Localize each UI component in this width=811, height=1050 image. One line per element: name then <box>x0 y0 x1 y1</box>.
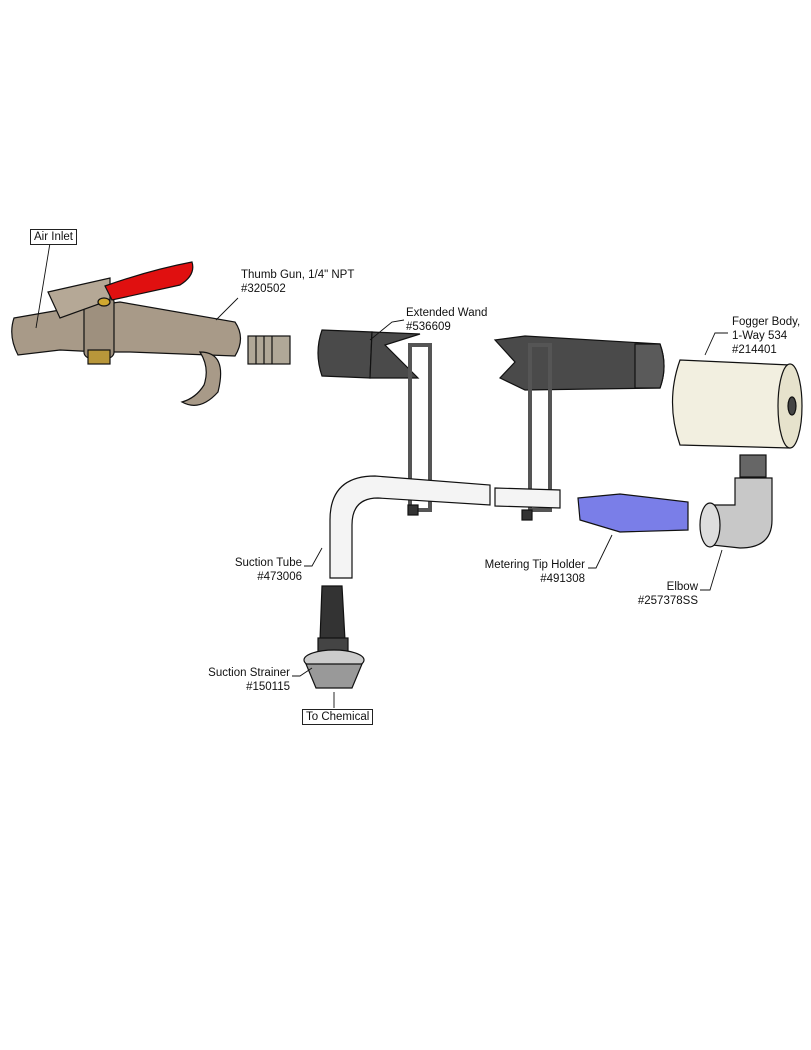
label-extended-wand: Extended Wand #536609 <box>406 306 487 334</box>
suction-strainer <box>303 585 365 689</box>
fogger-body-part: #214401 <box>732 344 777 356</box>
extended-wand-name: Extended Wand <box>406 307 488 319</box>
nipple <box>247 335 291 365</box>
label-elbow: Elbow #257378SS <box>638 580 698 608</box>
suction-tube-part: #473006 <box>257 571 302 583</box>
thumb-gun-name: Thumb Gun, 1/4" NPT <box>241 269 355 281</box>
fogger-body <box>671 359 803 449</box>
thumb-gun-part: #320502 <box>241 283 286 295</box>
metering-tip-holder-name: Metering Tip Holder <box>484 559 585 571</box>
fogger-body-name2: 1-Way 534 <box>732 330 788 342</box>
wand-left <box>317 329 373 379</box>
metering-tip-holder-part: #491308 <box>540 573 585 585</box>
elbow <box>699 454 773 549</box>
metering-tip-holder <box>577 493 689 533</box>
elbow-part: #257378SS <box>637 595 698 607</box>
extended-wand-part: #536609 <box>406 321 451 333</box>
thumb-gun <box>11 261 242 406</box>
suction-tube <box>329 475 491 579</box>
label-to-chemical: To Chemical <box>302 709 374 725</box>
lever <box>104 261 194 301</box>
label-air-inlet: Air Inlet <box>30 229 77 245</box>
suction-strainer-part: #150115 <box>246 681 290 693</box>
fogger-body-name: Fogger Body, <box>732 316 801 328</box>
label-metering-tip-holder: Metering Tip Holder #491308 <box>485 558 585 586</box>
label-suction-tube: Suction Tube #473006 <box>235 556 302 584</box>
suction-strainer-name: Suction Strainer <box>208 667 290 679</box>
label-thumb-gun: Thumb Gun, 1/4" NPT #320502 <box>241 268 354 296</box>
label-suction-strainer: Suction Strainer #150115 <box>208 666 290 694</box>
label-fogger-body: Fogger Body, 1-Way 534 #214401 <box>732 315 800 357</box>
suction-tube-name: Suction Tube <box>234 557 302 569</box>
elbow-name: Elbow <box>666 581 698 593</box>
